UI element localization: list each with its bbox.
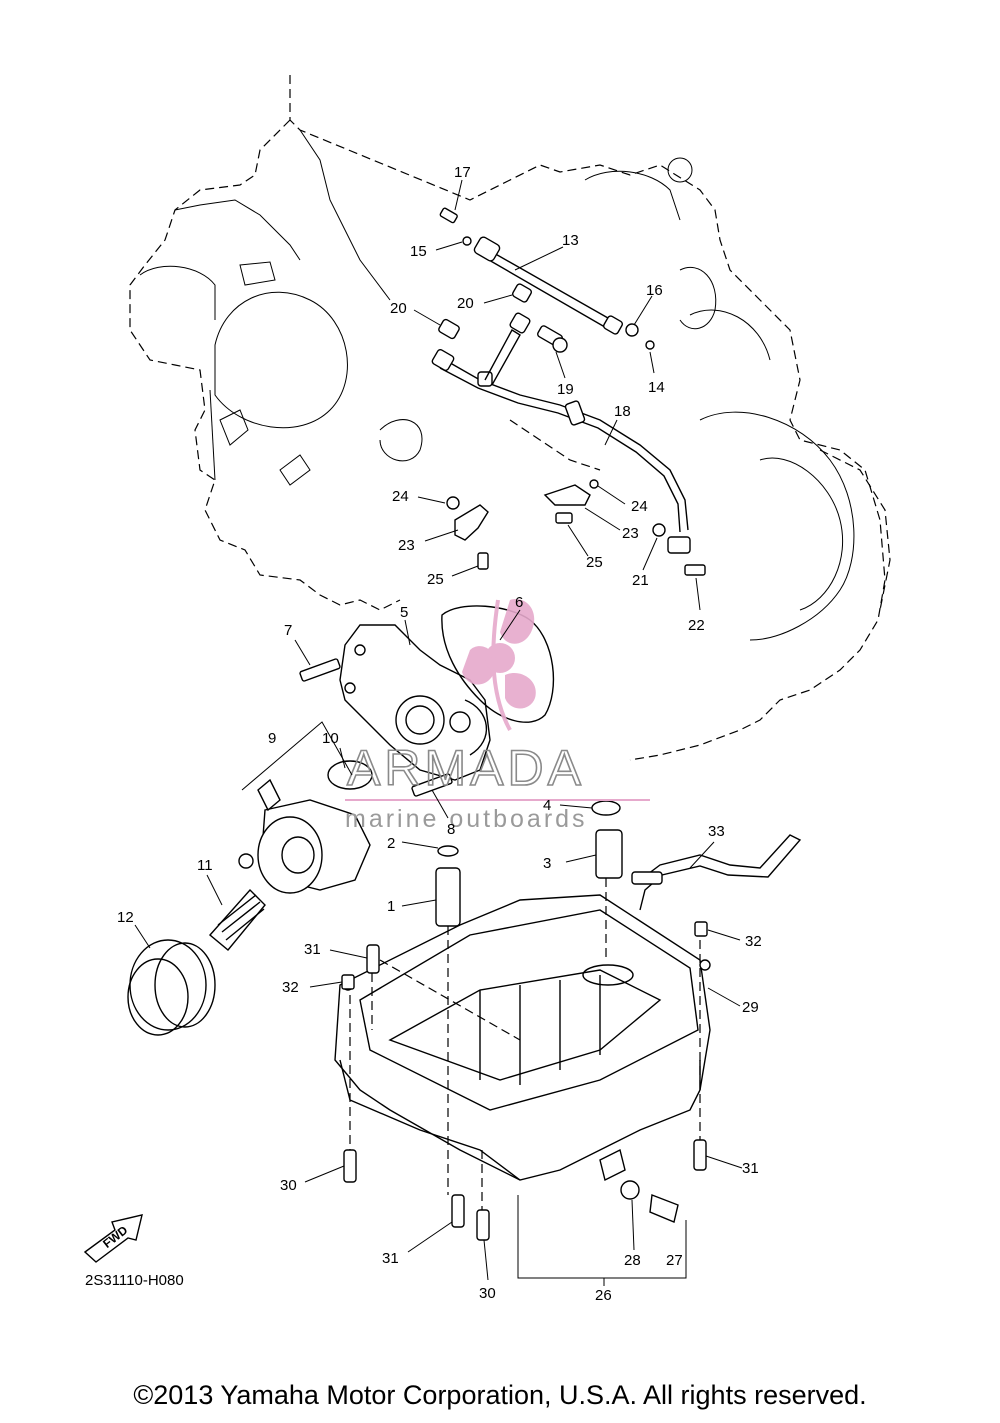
callout-23-right: 23 [622, 525, 639, 542]
callout-7: 7 [284, 622, 292, 639]
watermark-name: ARMADA [347, 740, 585, 796]
callout-27: 27 [666, 1252, 683, 1269]
callout-21: 21 [632, 572, 649, 589]
oil-pan [334, 894, 711, 1223]
watermark-subtitle: marine outboards [345, 805, 588, 833]
callout-22: 22 [688, 617, 705, 634]
callout-5: 5 [400, 604, 408, 621]
callout-32-right: 32 [745, 933, 762, 950]
copyright-notice: ©2013 Yamaha Motor Corporation, U.S.A. A… [133, 1380, 867, 1410]
callout-14: 14 [648, 379, 665, 396]
callout-29: 29 [742, 999, 759, 1016]
oil-cooler-assembly [127, 760, 373, 1036]
callout-30-left: 30 [280, 1177, 297, 1194]
callout-24-right: 24 [631, 498, 648, 515]
callout-26: 26 [595, 1287, 612, 1304]
callout-31-bottom: 31 [382, 1250, 399, 1267]
callout-30-bottom: 30 [479, 1285, 496, 1302]
callout-31-right: 31 [742, 1160, 759, 1177]
pan-bolts [341, 921, 708, 1241]
callout-10: 10 [322, 730, 339, 747]
oil-pump-housing [299, 605, 555, 797]
watermark-logo-icon [462, 599, 536, 731]
callout-2: 2 [387, 835, 395, 852]
callout-25-right: 25 [586, 554, 603, 571]
callout-28: 28 [624, 1252, 641, 1269]
callout-13: 13 [562, 232, 579, 249]
fwd-arrow-icon: FWD [83, 1214, 143, 1263]
callout-9: 9 [268, 730, 276, 747]
callout-32-left: 32 [282, 979, 299, 996]
callout-3: 3 [543, 855, 551, 872]
callout-31-top: 31 [304, 941, 321, 958]
callout-8: 8 [447, 821, 455, 838]
oil-strainer-parts [435, 800, 802, 927]
engine-outline [129, 75, 891, 761]
callout-15: 15 [410, 243, 427, 260]
callout-16: 16 [646, 282, 663, 299]
armada-watermark: ARMADA marine outboards [345, 599, 650, 833]
callout-18: 18 [614, 403, 631, 420]
callout-23-left: 23 [398, 537, 415, 554]
callout-19: 19 [557, 381, 574, 398]
callout-33: 33 [708, 823, 725, 840]
callout-20-right: 20 [457, 295, 474, 312]
callout-12: 12 [117, 909, 134, 926]
callout-11: 11 [197, 857, 213, 874]
callout-6: 6 [515, 594, 523, 611]
callout-labels: 17 15 13 20 20 16 14 19 18 24 24 23 23 2… [117, 164, 762, 1304]
leader-lines [134, 179, 743, 1286]
callout-24-left: 24 [392, 488, 409, 505]
callout-4: 4 [543, 797, 551, 814]
callout-17: 17 [454, 164, 471, 181]
callout-25-left: 25 [427, 571, 444, 588]
alignment-lines [349, 878, 701, 1210]
diagram-code: 2S31110-H080 [85, 1272, 184, 1289]
sensor-brackets [446, 479, 599, 570]
callout-20-left: 20 [390, 300, 407, 317]
oil-delivery-pipes [431, 207, 706, 576]
callout-1: 1 [387, 898, 395, 915]
